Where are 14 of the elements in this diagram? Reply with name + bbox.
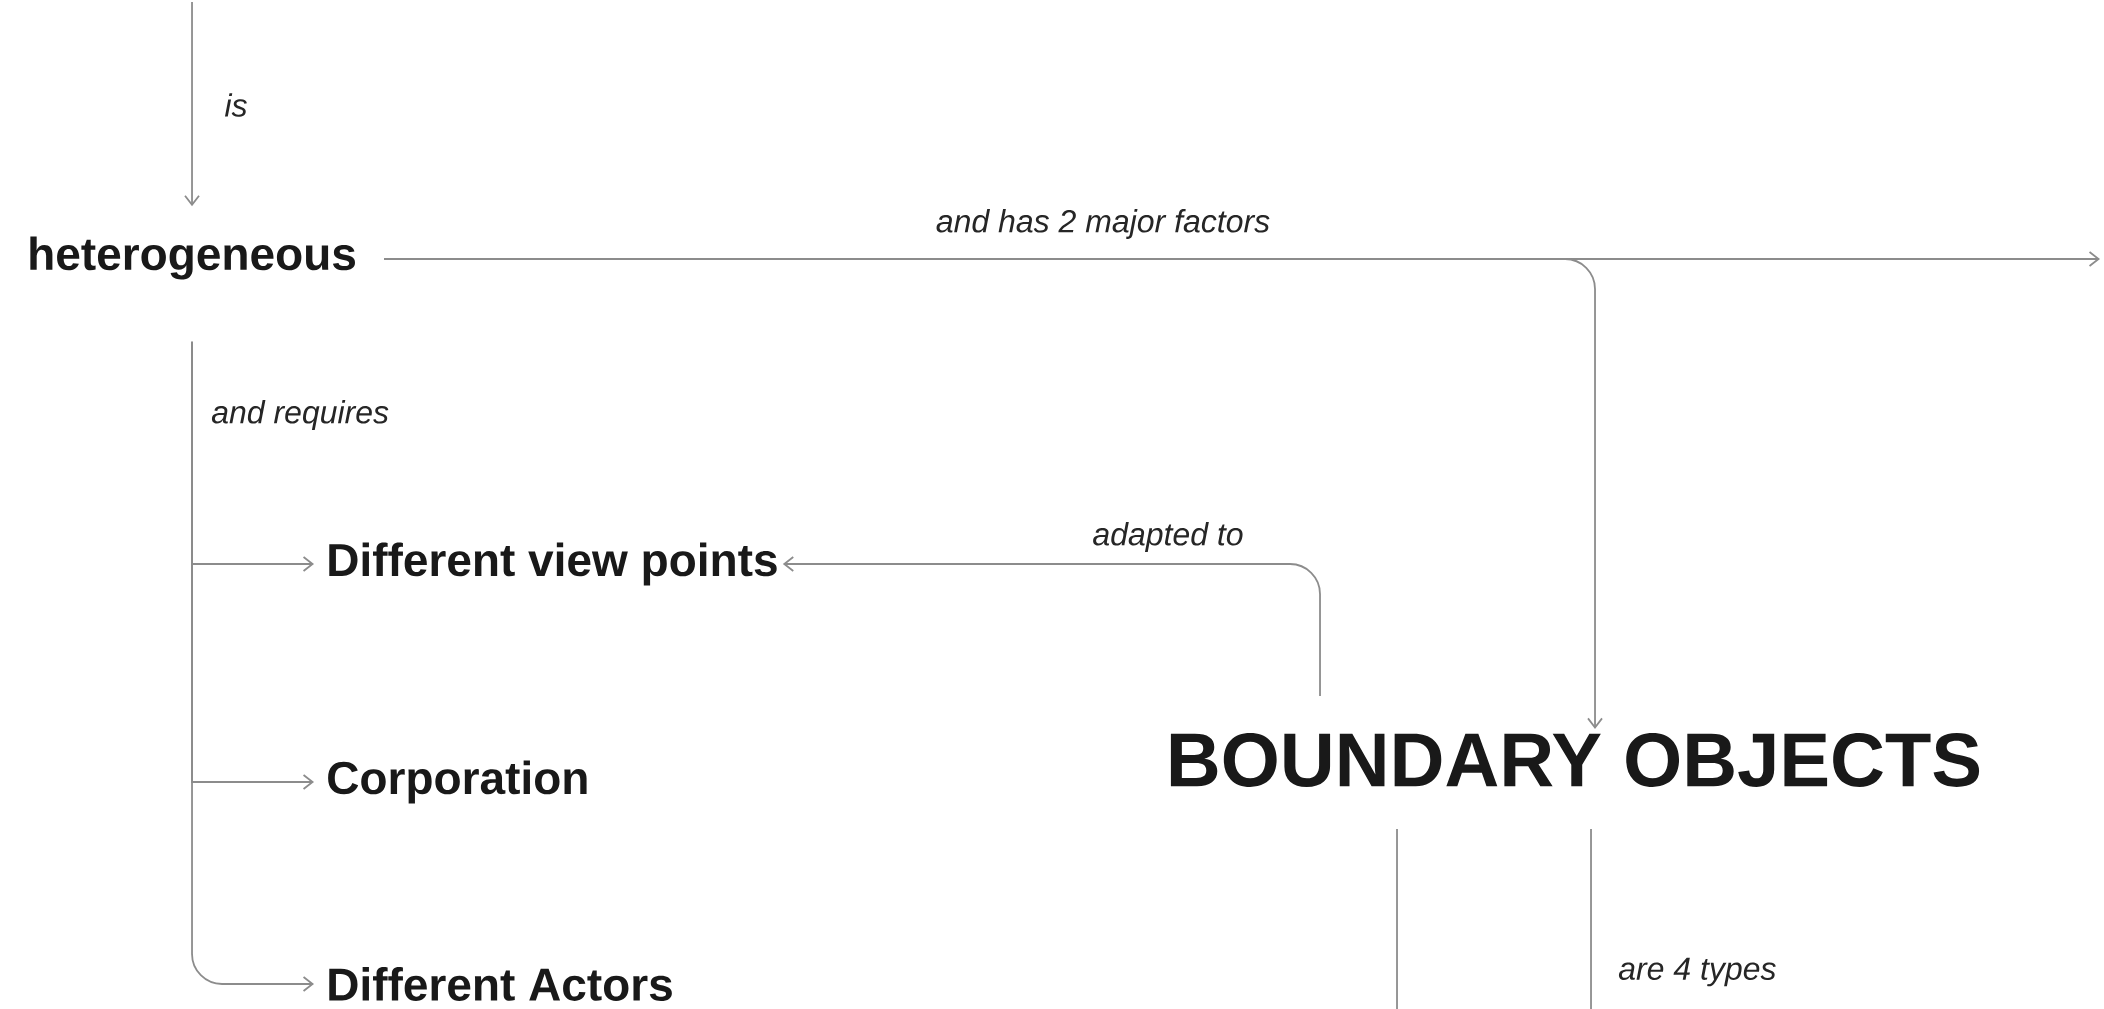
edge-label: adapted to (1093, 522, 1243, 552)
edge-label: and has 2 major factors (936, 209, 1270, 239)
edge-label: is (225, 93, 247, 117)
arrow (191, 340, 314, 992)
arrow (782, 556, 1321, 697)
title-text: BOUNDARY OBJECTS (1170, 733, 1980, 787)
concept-text: heterogeneous (30, 236, 355, 280)
edge-label: are 4 types (1618, 957, 1776, 987)
concept-text: Different Actors (329, 967, 672, 1001)
edge-label: and requires (211, 400, 389, 430)
concept-text: Corporation (328, 760, 587, 804)
arrow (383, 258, 1603, 729)
arrow (184, 1, 200, 207)
concept-text: Different view points (329, 542, 777, 586)
